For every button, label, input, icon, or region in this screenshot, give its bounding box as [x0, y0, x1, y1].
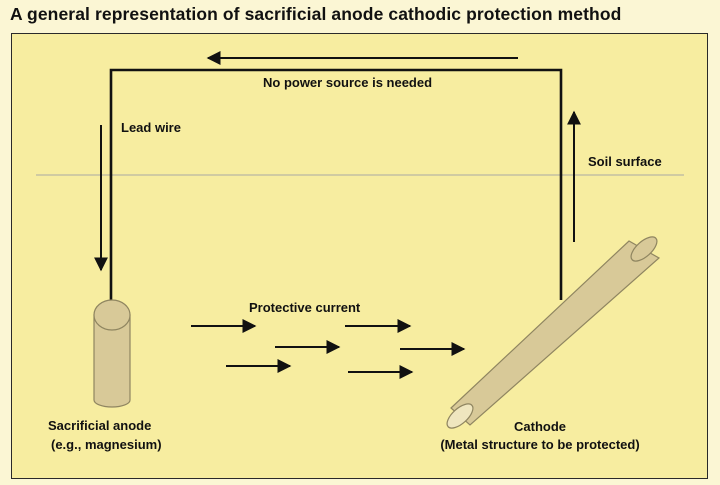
no-power-label: No power source is needed — [263, 75, 433, 90]
soil-surface-label: Soil surface — [588, 154, 662, 169]
lead-wire — [109, 68, 563, 305]
protective-current-arrows — [191, 319, 466, 379]
cathode-label-line2: (Metal structure to be protected) — [440, 437, 640, 452]
cathode-pipe — [446, 236, 661, 429]
diagram-panel — [11, 33, 708, 479]
anode-label-line1: Sacrificial anode — [48, 418, 152, 433]
sacrificial-anode — [93, 299, 131, 408]
diagram-title: A general representation of sacrificial … — [10, 4, 622, 24]
cathode-label-line1: Cathode — [514, 419, 566, 434]
lead-wire-label: Lead wire — [121, 120, 181, 135]
anode-label-line2: (e.g., magnesium) — [51, 437, 162, 452]
protective-current-label: Protective current — [249, 300, 361, 315]
